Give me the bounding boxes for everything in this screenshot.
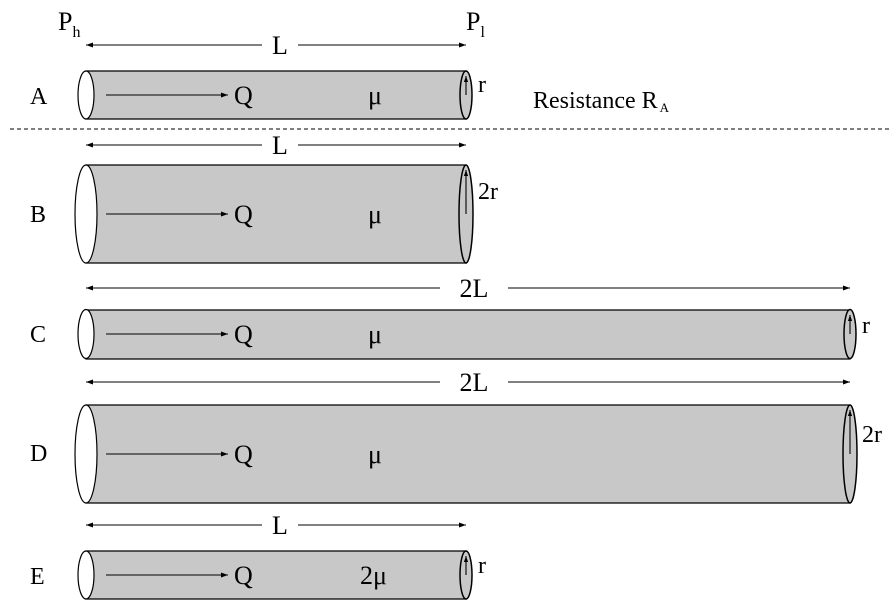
length-label: L — [272, 511, 288, 540]
tube-A: A L Q μ r — [30, 31, 486, 120]
length-label: L — [272, 31, 288, 60]
tube-letter: E — [30, 564, 45, 590]
viscosity-label: μ — [368, 440, 382, 469]
viscosity-label: μ — [368, 81, 382, 110]
flow-label: Q — [234, 200, 253, 229]
tube-inlet — [77, 550, 95, 600]
flow-label: Q — [234, 561, 253, 590]
flow-label: Q — [234, 81, 253, 110]
tube-letter: D — [30, 441, 47, 467]
tube-C: C 2L Q μ r — [30, 274, 870, 360]
radius-label: 2r — [862, 422, 882, 448]
length-label: L — [272, 131, 288, 160]
tube-letter: C — [30, 322, 46, 348]
radius-label: r — [478, 553, 486, 579]
tube-inlet — [77, 70, 95, 120]
radius-label: r — [478, 72, 486, 98]
tube-D: D 2L Q μ 2r — [30, 368, 882, 504]
length-label: 2L — [460, 368, 489, 397]
tube-E: E L Q 2μ r — [30, 511, 486, 600]
length-label: 2L — [460, 274, 489, 303]
radius-label: 2r — [478, 179, 498, 205]
tube-inlet — [74, 404, 98, 504]
tube-inlet — [77, 308, 95, 360]
pressure-high-label: Ph — [58, 7, 80, 41]
tube-letter: A — [30, 84, 48, 110]
viscosity-label: 2μ — [360, 561, 387, 590]
radius-label: r — [862, 313, 870, 339]
tube-inlet — [74, 164, 98, 264]
pressure-low-label: Pl — [466, 7, 485, 41]
viscosity-label: μ — [368, 320, 382, 349]
tube-B: B L Q μ 2r — [30, 131, 498, 264]
flow-label: Q — [234, 320, 253, 349]
flow-label: Q — [234, 440, 253, 469]
tube-letter: B — [30, 202, 46, 228]
viscosity-label: μ — [368, 200, 382, 229]
